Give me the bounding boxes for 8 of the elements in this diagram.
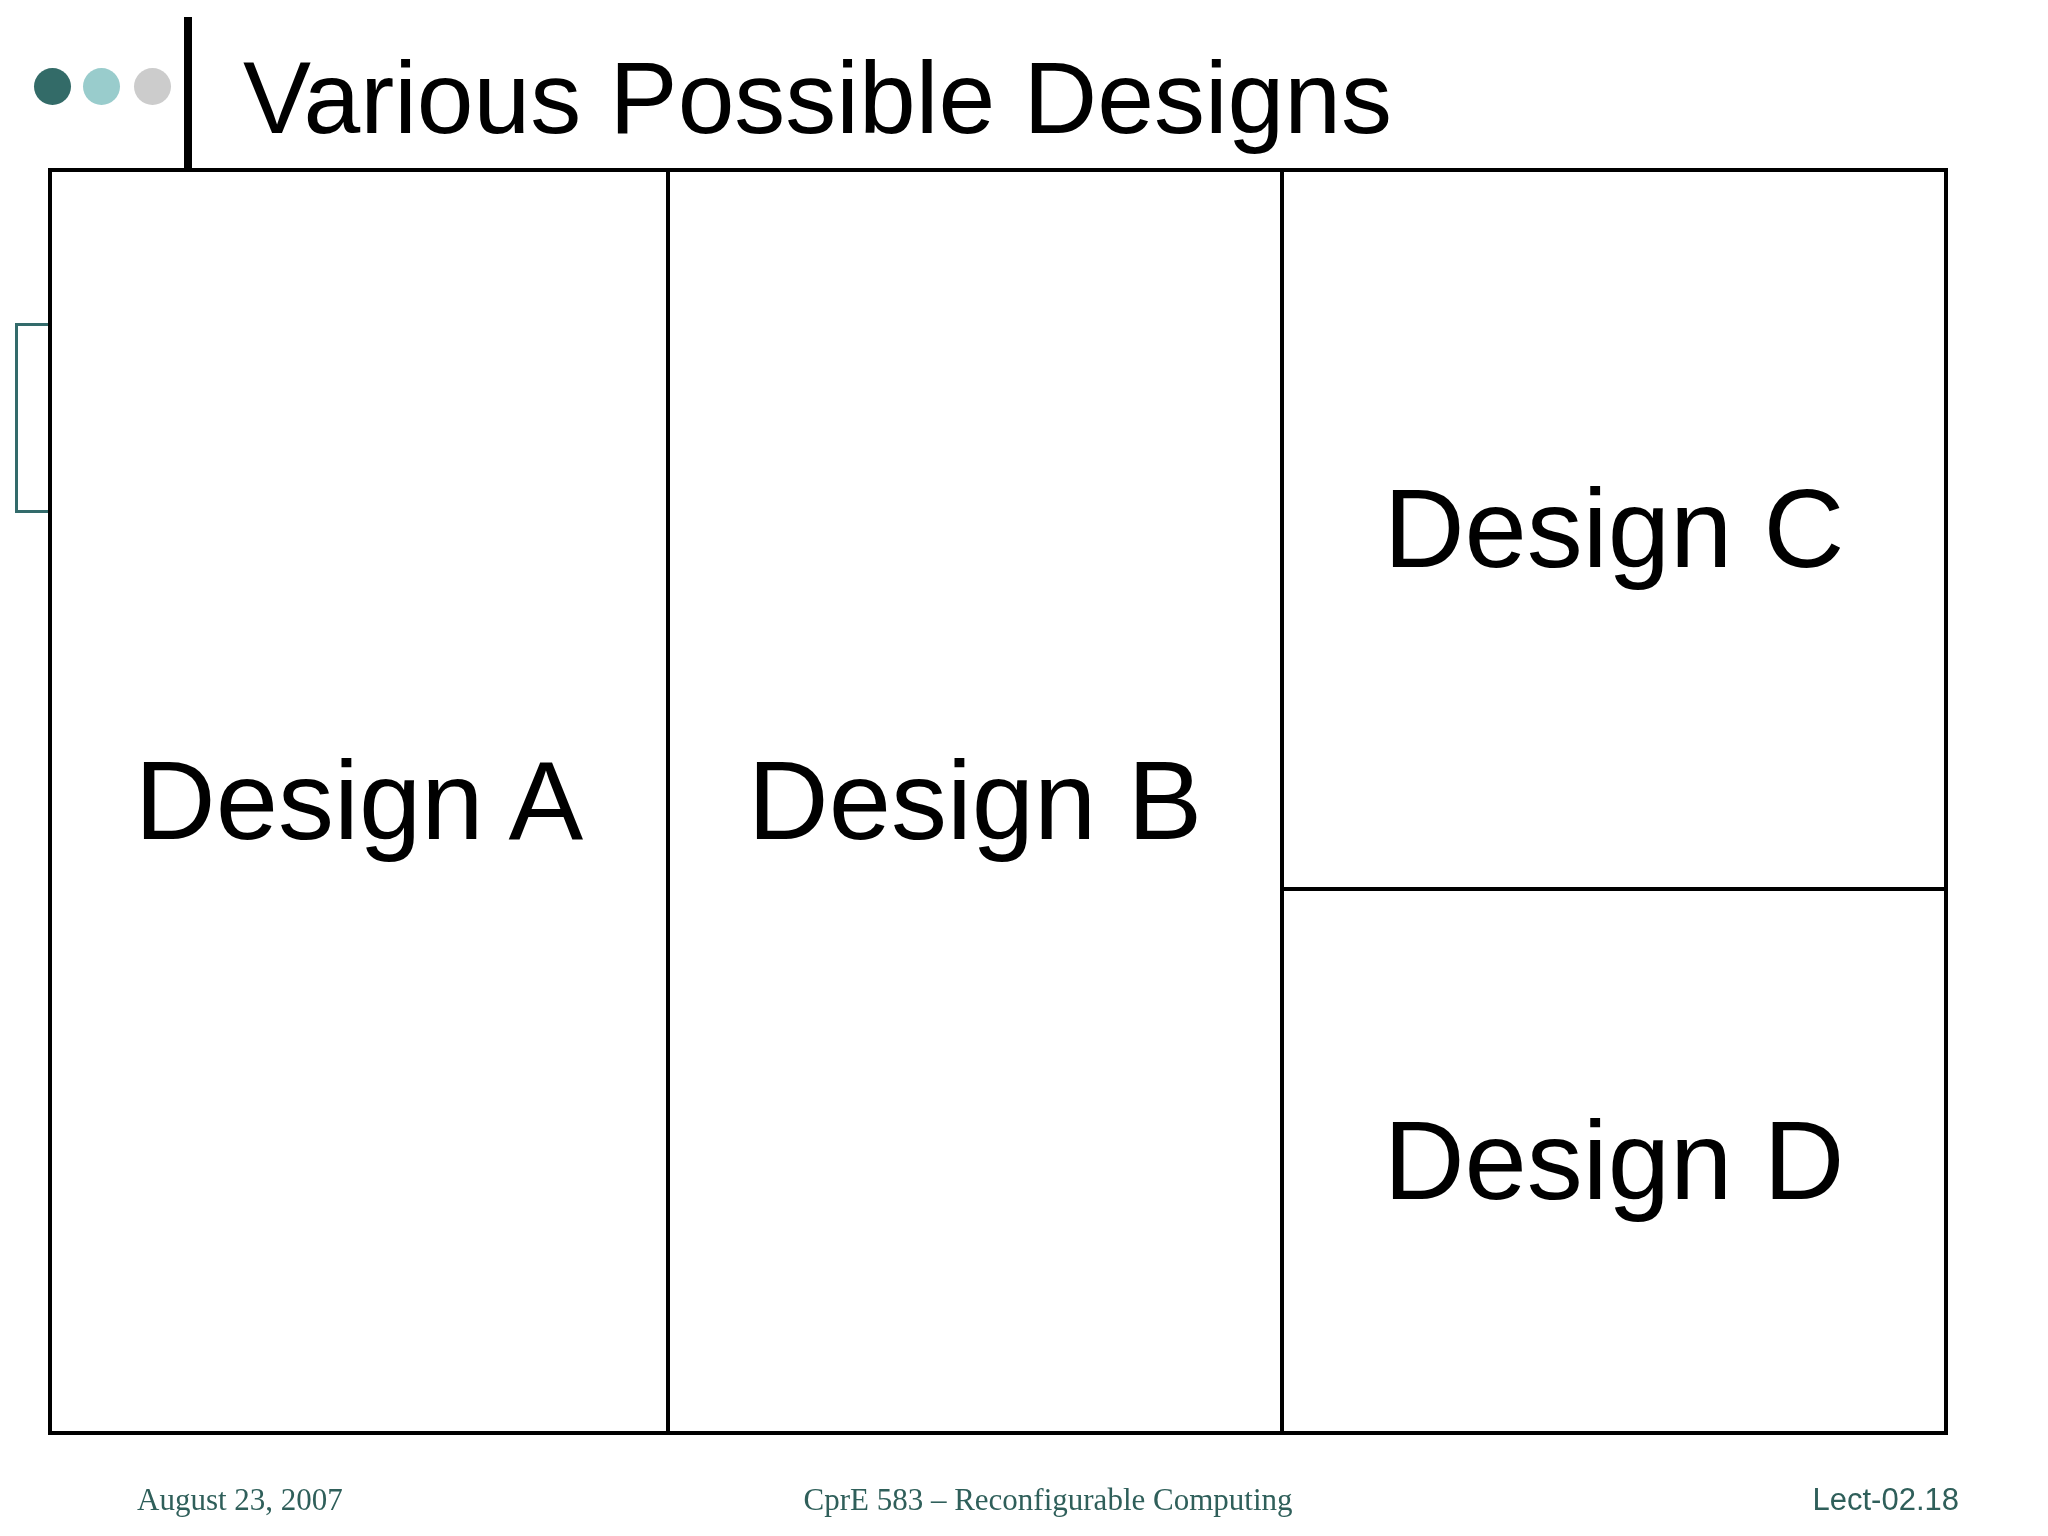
- slide-title: Various Possible Designs: [243, 40, 1392, 157]
- design-label: Design A: [134, 737, 584, 866]
- design-label: Design B: [747, 737, 1203, 866]
- footer-text: Lect-02.18: [1812, 1481, 1959, 1519]
- footer-text: CprE 583 – Reconfigurable Computing: [803, 1481, 1293, 1519]
- design-label: Design C: [1383, 465, 1845, 594]
- footer-text: August 23, 2007: [137, 1481, 343, 1519]
- design-label: Design D: [1383, 1096, 1845, 1225]
